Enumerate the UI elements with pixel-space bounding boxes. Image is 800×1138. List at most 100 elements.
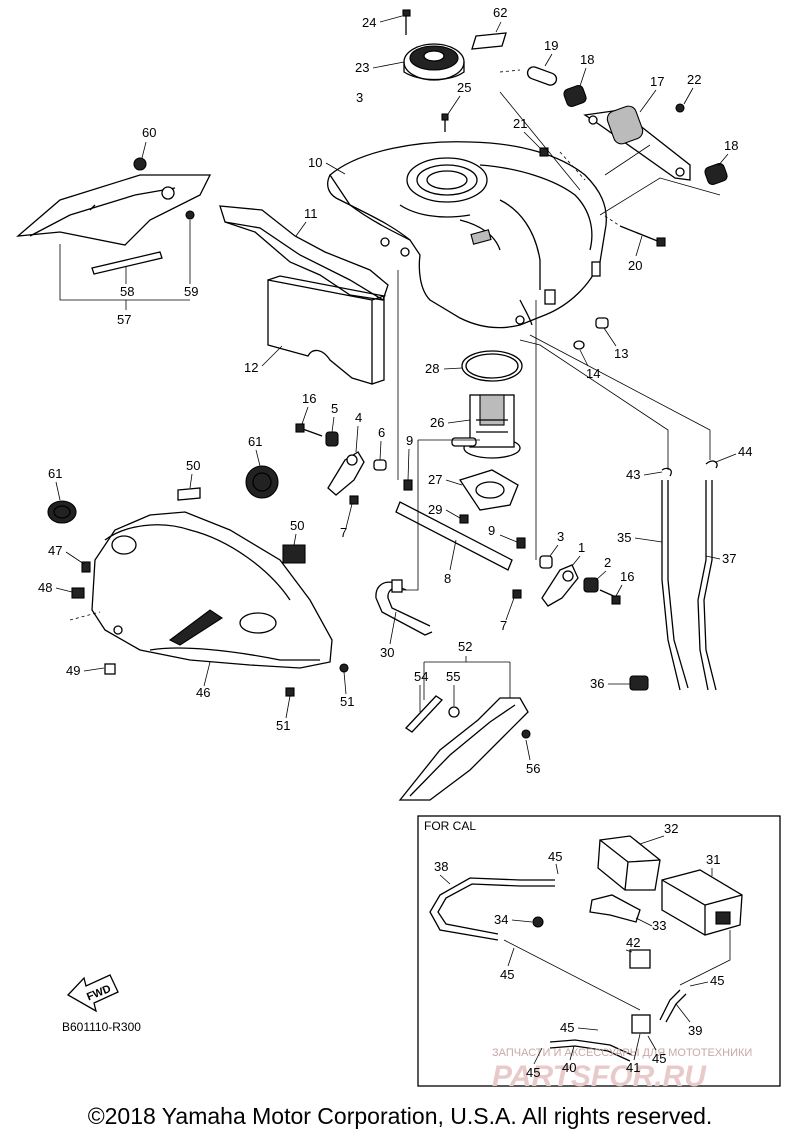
- callout-31: 31: [706, 852, 720, 867]
- callout-16-left: 16: [302, 391, 316, 406]
- copyright-text: ©2018 Yamaha Motor Corporation, U.S.A. A…: [88, 1103, 713, 1129]
- bracket-4: [327, 451, 365, 496]
- side-panel-53: [398, 697, 529, 801]
- bracket-1: [541, 564, 579, 607]
- callout-16-right: 16: [620, 569, 634, 584]
- tank-cover-46: [69, 511, 333, 669]
- callout-45-f: 45: [526, 1065, 540, 1080]
- callout-51: 51: [276, 718, 290, 733]
- callout-20: 20: [628, 258, 642, 273]
- callout-54: 54: [414, 669, 428, 684]
- callout-13: 13: [614, 346, 628, 361]
- fuel-pump-26: [451, 394, 521, 459]
- collar-6: [373, 459, 387, 471]
- pad-50-top: [177, 487, 201, 501]
- callout-61-right: 61: [248, 434, 262, 449]
- callout-45-e: 45: [652, 1051, 666, 1066]
- seal-58: [91, 251, 163, 275]
- callout-50-top: 50: [186, 458, 200, 473]
- callout-17: 17: [650, 74, 664, 89]
- callout-44: 44: [738, 444, 752, 459]
- callout-8: 8: [444, 571, 451, 586]
- callout-50-right: 50: [290, 518, 304, 533]
- callout-29: 29: [428, 502, 442, 517]
- callout-34: 34: [494, 912, 508, 927]
- canister-31: [661, 869, 743, 936]
- clip-49: [104, 663, 116, 675]
- bolt-24: [402, 9, 411, 35]
- for-cal-label: FOR CAL: [424, 819, 476, 833]
- callout-23: 23: [355, 60, 369, 75]
- callout-39: 39: [688, 1023, 702, 1038]
- callout-38: 38: [434, 859, 448, 874]
- callout-45-b: 45: [500, 967, 514, 982]
- callout-7-left: 7: [340, 525, 347, 540]
- valve-41: [631, 1014, 651, 1034]
- callout-60: 60: [142, 125, 156, 140]
- callout-42: 42: [626, 935, 640, 950]
- clip-44: [705, 460, 718, 469]
- bracket-assembly: [499, 66, 728, 247]
- callout-45-d: 45: [560, 1020, 574, 1035]
- bolt-34: [532, 916, 544, 928]
- callout-15: 3: [356, 90, 363, 105]
- side-cover-left: [16, 174, 212, 246]
- callout-55: 55: [446, 669, 460, 684]
- callout-7-right: 7: [500, 618, 507, 633]
- callout-1: 1: [578, 540, 585, 555]
- callout-52: 51: [340, 694, 354, 709]
- callout-14: 14: [586, 366, 600, 381]
- callout-19: 19: [544, 38, 558, 53]
- callout-46: 46: [196, 685, 210, 700]
- screw-52: [339, 663, 349, 673]
- callout-33: 33: [652, 918, 666, 933]
- rubber-11: [219, 205, 389, 301]
- bracket-33: [589, 894, 641, 923]
- callout-18-right: 18: [724, 138, 738, 153]
- bolt-9-left: [403, 479, 413, 491]
- bolt-25: [441, 113, 449, 132]
- bolt-16-left: [295, 423, 323, 437]
- callout-9-left: 9: [406, 433, 413, 448]
- damper-5: [325, 431, 339, 447]
- callout-35: 35: [617, 530, 631, 545]
- hose-39: [659, 989, 687, 1023]
- pad-50-right: [282, 544, 306, 564]
- watermark-top-text: ЗАПЧАСТИ И АКСЕССУАРЫ ДЛЯ МОТОТЕХНИКИ: [492, 1047, 752, 1059]
- callout-37: 37: [722, 551, 736, 566]
- screw-48: [71, 587, 85, 599]
- callout-32: 32: [664, 821, 678, 836]
- damper-2: [583, 577, 599, 593]
- fuel-tank: [327, 141, 607, 329]
- grommet-55: [448, 706, 460, 718]
- callout-9-right: 9: [488, 523, 495, 538]
- callout-30: 30: [380, 645, 394, 660]
- callout-2: 2: [604, 555, 611, 570]
- for-cal-box: FOR CAL: [417, 815, 781, 1087]
- callout-57: 57: [117, 312, 131, 327]
- callout-6: 6: [378, 425, 385, 440]
- collar-3: [539, 555, 553, 569]
- callout-11: 11: [304, 206, 318, 221]
- callout-12: 12: [244, 360, 258, 375]
- bolt-29: [459, 514, 469, 524]
- screw-60: [133, 157, 147, 171]
- grommet-36: [629, 675, 649, 691]
- callout-62: 62: [493, 5, 507, 20]
- callout-5: 5: [331, 401, 338, 416]
- bolt-7-right: [512, 589, 522, 599]
- canister-32: [597, 835, 661, 891]
- callout-48: 48: [38, 580, 52, 595]
- callout-59: 59: [184, 284, 198, 299]
- pump-plate-27: [458, 469, 519, 511]
- grommet-13: [595, 317, 609, 329]
- hose-37: [697, 480, 717, 691]
- hose-30: [375, 579, 433, 636]
- emblem-61-right: [245, 465, 279, 499]
- hose-40: [549, 1039, 633, 1062]
- screw-51: [285, 687, 295, 697]
- callout-47: 47: [48, 543, 62, 558]
- callout-4: 4: [355, 410, 362, 425]
- screw-59: [185, 210, 195, 220]
